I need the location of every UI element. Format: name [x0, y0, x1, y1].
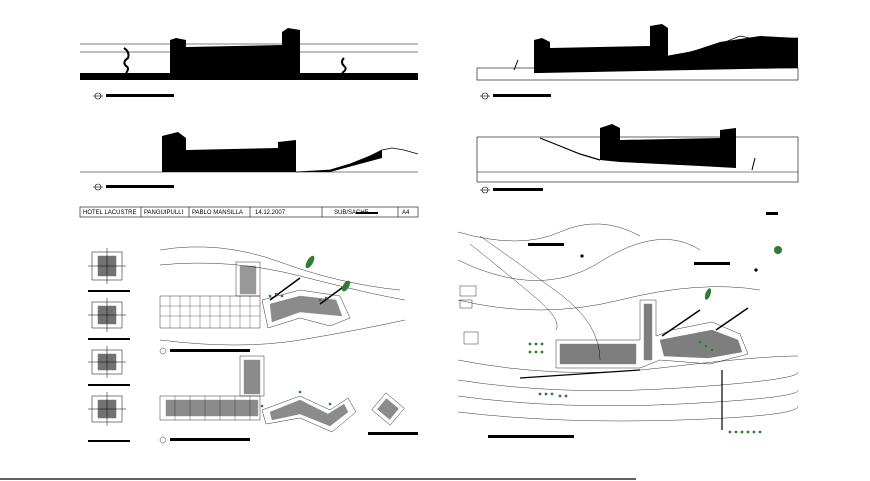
title-block: HOTEL LACUSTRE PANGUIPULLI PABLO MANSILL…	[79, 206, 419, 218]
elevation-section-4	[476, 124, 799, 194]
title-sheet-size: A4	[402, 210, 410, 216]
title-project: HOTEL LACUSTRE	[83, 210, 136, 216]
thumbnail-3	[88, 346, 130, 386]
floor-plan-b	[159, 355, 418, 444]
title-sheet-label: SUB/SACHE	[334, 210, 369, 216]
floor-plan-thumbnails	[88, 248, 130, 442]
site-plan	[457, 212, 799, 438]
thumbnail-4	[88, 392, 130, 442]
title-author: PABLO MANSILLA	[192, 210, 243, 216]
floor-plan-a	[159, 246, 406, 355]
title-date: 14.12.2007	[255, 210, 286, 216]
elevation-section-3	[80, 132, 419, 191]
elevation-section-2	[476, 24, 799, 100]
thumbnail-2	[88, 298, 130, 340]
elevation-section-1	[80, 28, 418, 100]
title-location: PANGUIPULLI	[144, 210, 184, 216]
thumbnail-1	[88, 248, 130, 292]
